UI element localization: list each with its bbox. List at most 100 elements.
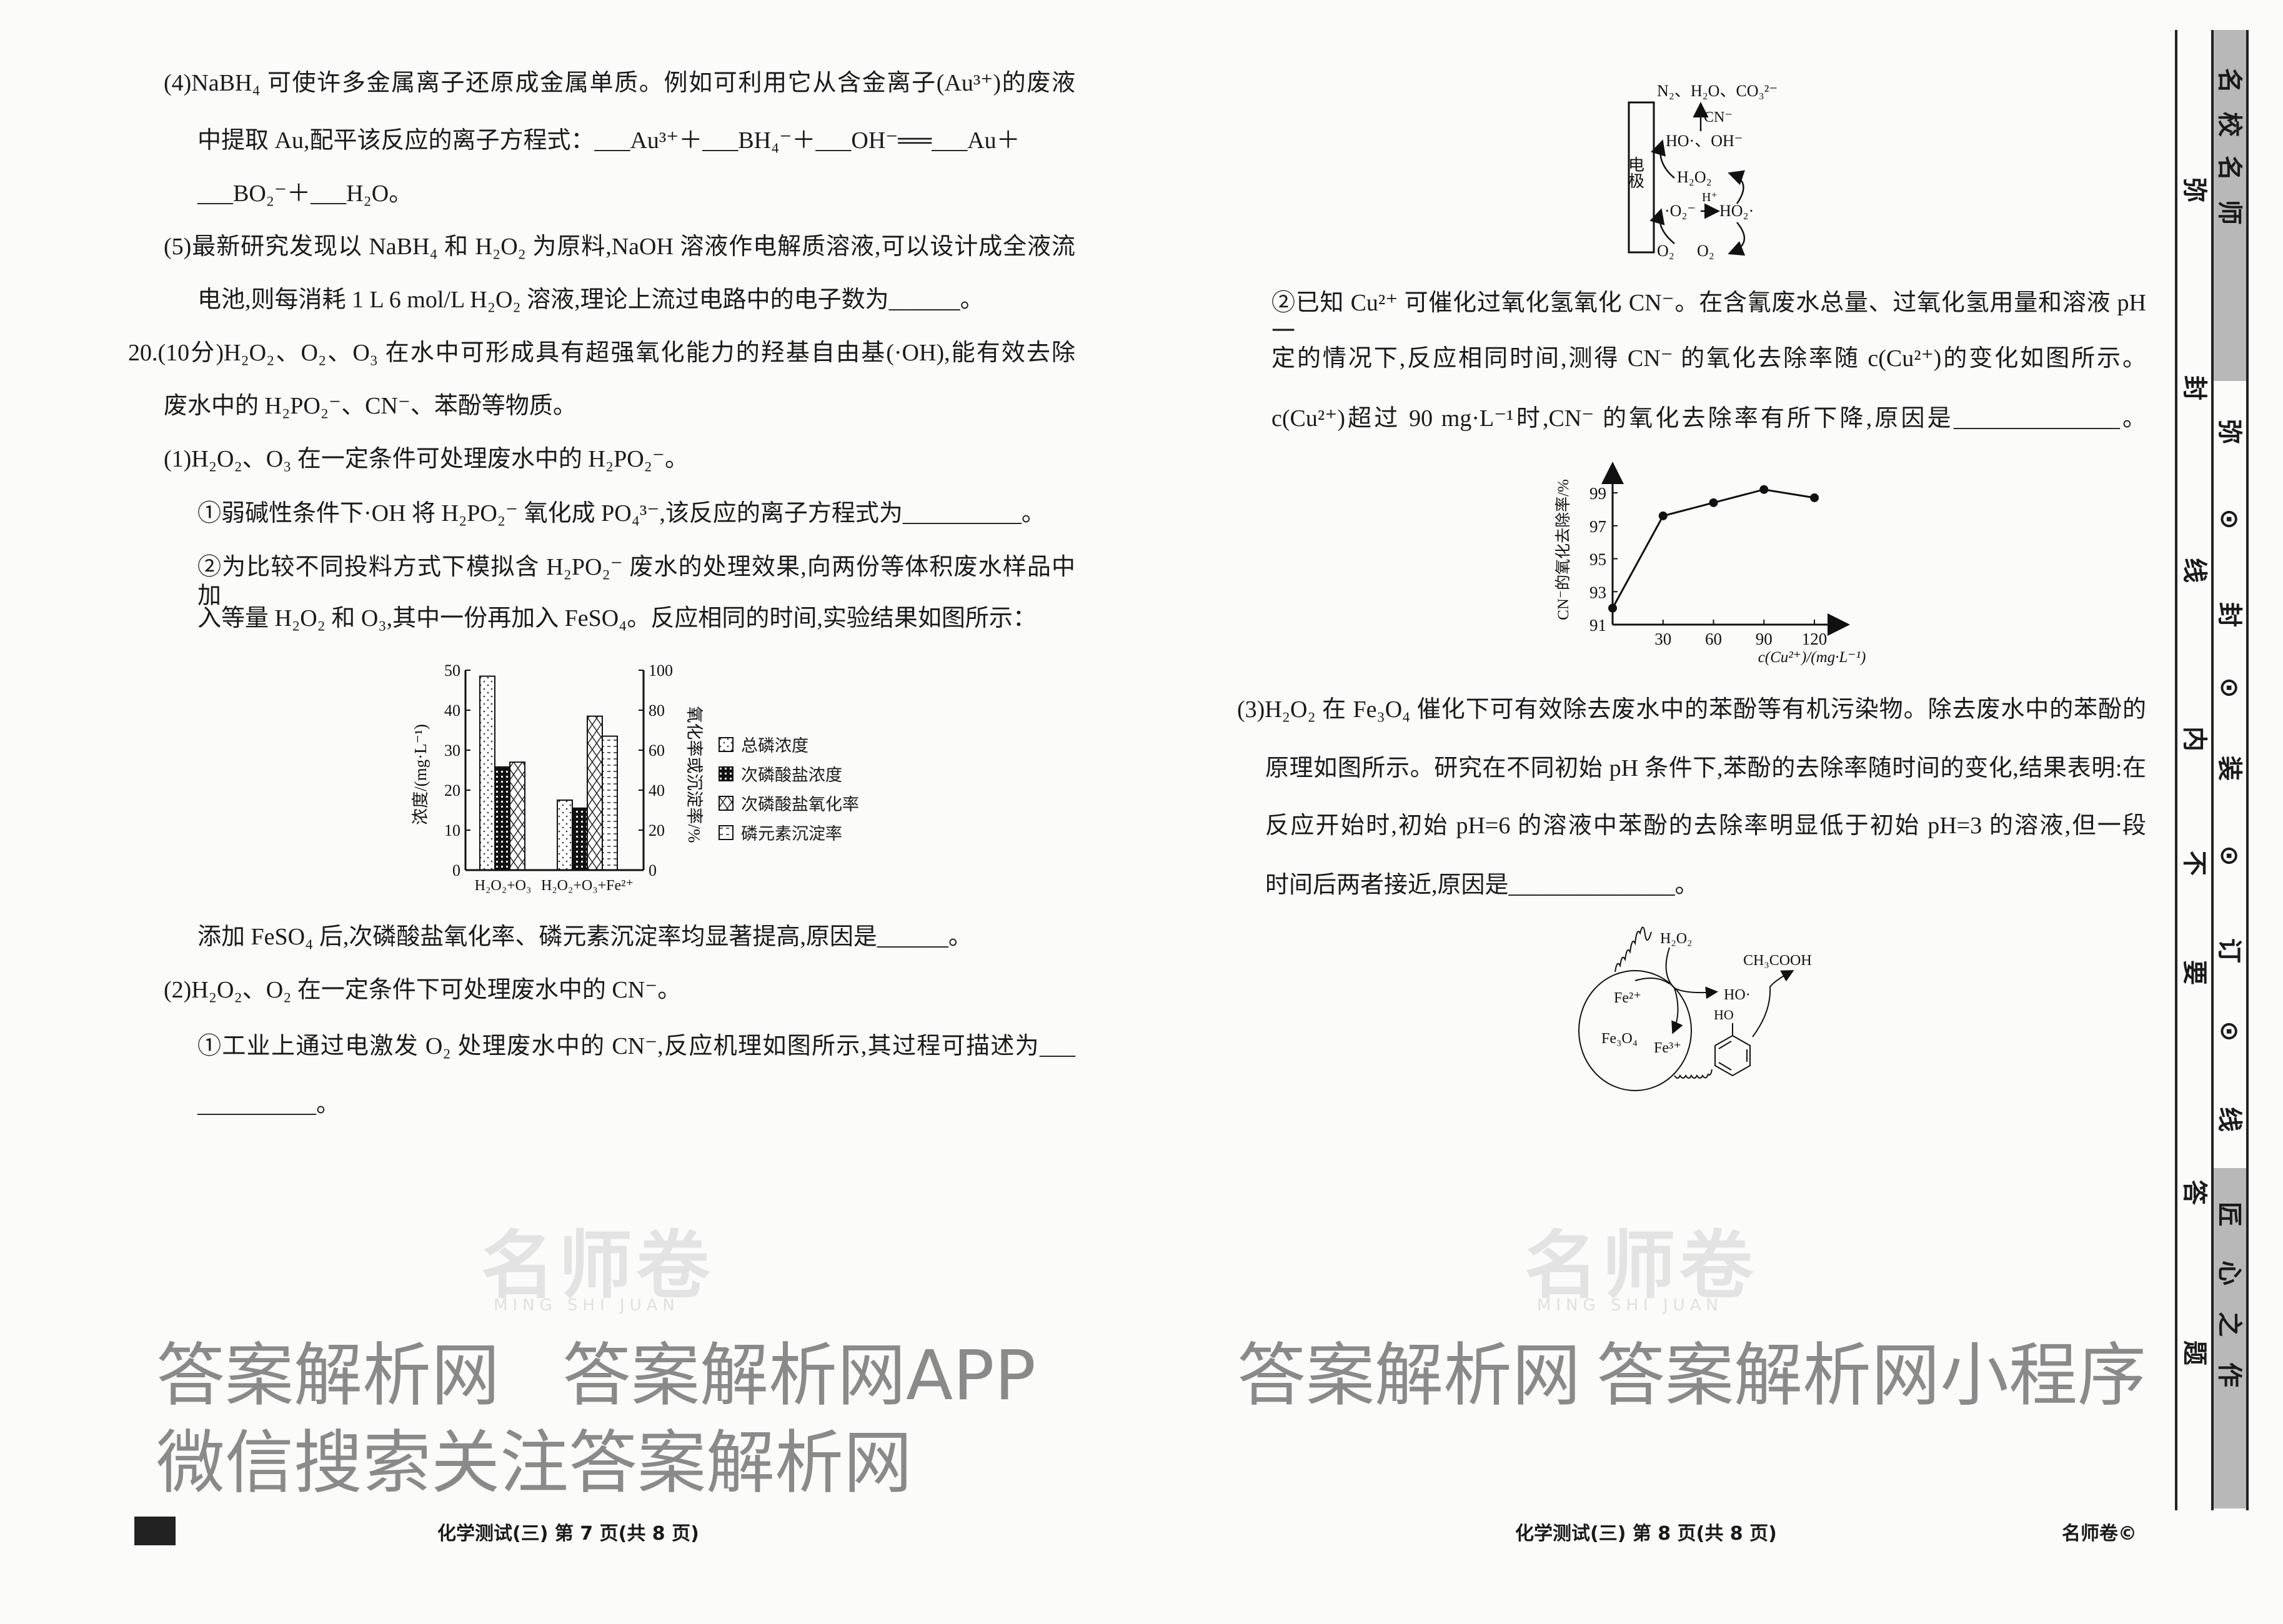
y-tick-label: 95 xyxy=(1589,550,1606,569)
arrow-h2o2-to-radicals xyxy=(1651,139,1675,179)
sidebar-char: 不 xyxy=(2180,851,2209,876)
electrode xyxy=(1628,101,1655,254)
sidebar-dot-icon: ⊙ xyxy=(2215,1021,2244,1042)
question-20-2-sub-2-line-1: ②已知 Cu²⁺ 可催化过氧化氢氧化 CN⁻。在含氰废水总量、过氧化氢用量和溶液… xyxy=(1271,290,2146,345)
sidebar-char: 装 xyxy=(2215,756,2244,781)
question-20-part-3-line-2: 原理如图所示。研究在不同初始 pH 条件下,苯酚的去除率随时间的变化,结果表明:… xyxy=(1265,755,2146,781)
y2-tick-label: 40 xyxy=(649,781,665,800)
legend-label: 磷元素沉淀率 xyxy=(741,824,842,843)
category-label: H₂O₂+O₃+Fe²⁺ xyxy=(541,878,634,894)
footer-page-7: 化学测试(三) 第 7 页(共 8 页) xyxy=(437,1523,699,1545)
ho-radical-label: HO· xyxy=(1724,987,1751,1003)
fe3o4-label: Fe₃O₄ xyxy=(1601,1031,1638,1047)
sidebar-gray-bottom xyxy=(2214,1168,2246,1508)
arrow-to-ho-radical xyxy=(1665,947,1718,999)
legend-swatch-grid xyxy=(719,766,734,781)
sidebar-char: 答 xyxy=(2180,1180,2209,1205)
bar xyxy=(509,761,525,871)
question-20-part-3-line-3: 反应开始时,初始 pH=6 的溶液中苯酚的去除率明显低于初始 pH=3 的溶液,… xyxy=(1265,813,2146,839)
mingshijuan-logo-sub: MING SHI JUAN xyxy=(1537,1296,1723,1315)
fe3o4-particle xyxy=(1578,970,1692,1091)
arrow-to-product xyxy=(1752,970,1794,1037)
question-20-2-sub-1-blank: __________。 xyxy=(197,1091,341,1117)
legend-item: 总磷浓度 xyxy=(719,730,859,759)
h2o2-label: H₂O₂ xyxy=(1660,931,1692,947)
y2-tick-label: 60 xyxy=(649,741,665,760)
question-5-line-2: 电池,则每消耗 1 L 6 mol/L H₂O₂ 溶液,理论上流过电路中的电子数… xyxy=(197,287,984,313)
sidebar-char: 内 xyxy=(2180,726,2209,751)
wavy-linker-top xyxy=(1614,926,1652,973)
question-20-stem-1: 20.(10分)H₂O₂、O₂、O₃ 在水中可形成具有超强氧化能力的羟基自由基(… xyxy=(128,340,1075,366)
data-point xyxy=(1608,603,1617,613)
y-tick-label: 0 xyxy=(452,861,460,879)
question-20-1-sub-2-line-1: ②为比较不同投料方式下模拟含 H₂PO₂⁻ 废水的处理效果,向两份等体积废水样品… xyxy=(197,554,1075,609)
data-point xyxy=(1810,493,1819,502)
legend-item: 次磷酸盐浓度 xyxy=(719,759,859,788)
sidebar-char: 匠 xyxy=(2215,1202,2244,1227)
sidebar-char: 作 xyxy=(2215,1362,2244,1387)
y-tick-label: 20 xyxy=(444,781,460,800)
legend-swatch-dots xyxy=(719,736,734,752)
watermark-text: 答案解析网APP xyxy=(562,1335,1036,1415)
bar xyxy=(557,800,573,871)
bar xyxy=(572,807,588,871)
question-20-2-sub-2-line-2: 定的情况下,反应相同时间,测得 CN⁻ 的氧化去除率随 c(Cu²⁺)的变化如图… xyxy=(1271,345,2146,372)
mingshijuan-logo: 名师卷 xyxy=(481,1222,714,1309)
legend-item: 次磷酸盐氧化率 xyxy=(719,788,859,818)
y-axis-label: CN⁻的氧化去除率/% xyxy=(1554,479,1572,620)
legend-label: 次磷酸盐浓度 xyxy=(741,766,842,785)
registration-mark xyxy=(134,1517,176,1545)
footer-page-8: 化学测试(三) 第 8 页(共 8 页) xyxy=(1515,1523,1777,1545)
y-axis-label: 浓度/(mg·L⁻¹) xyxy=(411,724,430,825)
question-4-equation-cont: ___BO₂⁻＋___H₂O。 xyxy=(197,181,413,207)
sidebar-dot-icon: ⊙ xyxy=(2215,677,2244,698)
watermark-text: 答案解析网 xyxy=(156,1335,500,1415)
sidebar-line xyxy=(2175,30,2177,1510)
y-tick-label: 93 xyxy=(1589,583,1606,602)
legend-label: 总磷浓度 xyxy=(741,736,808,755)
sidebar-char: 线 xyxy=(2215,1107,2244,1132)
o2-left-label: O₂ xyxy=(1657,242,1674,260)
data-point xyxy=(1709,498,1718,507)
sidebar-char: 名 xyxy=(2215,156,2244,181)
arc-fe2 xyxy=(1634,978,1670,984)
question-20-part-3-line-4: 时间后两者接近,原因是______________。 xyxy=(1265,872,1699,898)
electrode-mechanism-diagram: 电极 N₂、H₂O、CO₃²⁻ CN⁻ HO·、OH⁻ H₂O₂ ·O₂⁻ H⁺… xyxy=(1626,82,1778,260)
watermark-text: 答案解析网小程序 xyxy=(1596,1335,2146,1415)
sidebar-char: 弥 xyxy=(2215,419,2244,444)
x-tick-label: 60 xyxy=(1705,630,1722,648)
sidebar-char: 要 xyxy=(2180,960,2209,985)
benzene-double-bonds xyxy=(1718,1041,1748,1071)
sidebar-char: 弥 xyxy=(2180,177,2209,202)
radicals-label: HO·、OH⁻ xyxy=(1666,132,1743,150)
sidebar-char: 线 xyxy=(2180,558,2209,583)
watermark-text: 答案解析网 xyxy=(1237,1335,1581,1415)
bar xyxy=(479,675,495,871)
y2-tick-label: 20 xyxy=(649,821,665,839)
question-20-1-sub-1: ①弱碱性条件下·OH 将 H₂PO₂⁻ 氧化成 PO₄³⁻,该反应的离子方程式为… xyxy=(197,500,1045,527)
question-20-part-3-line-1: (3)H₂O₂ 在 Fe₃O₄ 催化下可有效除去废水中的苯酚等有机污染物。除去废… xyxy=(1237,696,2146,723)
question-20-1-sub-2-question: 添加 FeSO₄ 后,次磷酸盐氧化率、磷元素沉淀率均显著提高,原因是______… xyxy=(197,924,972,950)
superoxide-label: ·O₂⁻ xyxy=(1664,202,1696,220)
legend-swatch-cross xyxy=(719,795,734,811)
y-tick-label: 97 xyxy=(1589,517,1606,536)
data-line xyxy=(1611,488,1815,609)
x-axis-label: c(Cu²⁺)/(mg·L⁻¹) xyxy=(1758,649,1866,666)
hplus-label: H⁺ xyxy=(1702,191,1718,204)
y-tick-label: 10 xyxy=(444,821,460,839)
sidebar-char: 师 xyxy=(2215,200,2244,225)
product-label: CH₃COOH xyxy=(1743,953,1812,969)
bar-chart-legend: 总磷浓度 次磷酸盐浓度 次磷酸盐氧化率 磷元素沉淀率 xyxy=(719,730,859,847)
sidebar-dot-icon: ⊙ xyxy=(2215,508,2244,530)
y2-tick-label: 0 xyxy=(649,861,657,879)
y-tick-label: 50 xyxy=(444,661,460,680)
watermark-text: 微信搜索关注答案解析网 xyxy=(156,1423,912,1503)
sidebar-char: 题 xyxy=(2180,1340,2209,1365)
legend-swatch-dash xyxy=(719,824,734,840)
legend-label: 次磷酸盐氧化率 xyxy=(741,795,859,814)
legend-item: 磷元素沉淀率 xyxy=(719,818,859,847)
sidebar-gray-top xyxy=(2214,30,2246,381)
fe3-label: Fe³⁺ xyxy=(1654,1040,1681,1056)
